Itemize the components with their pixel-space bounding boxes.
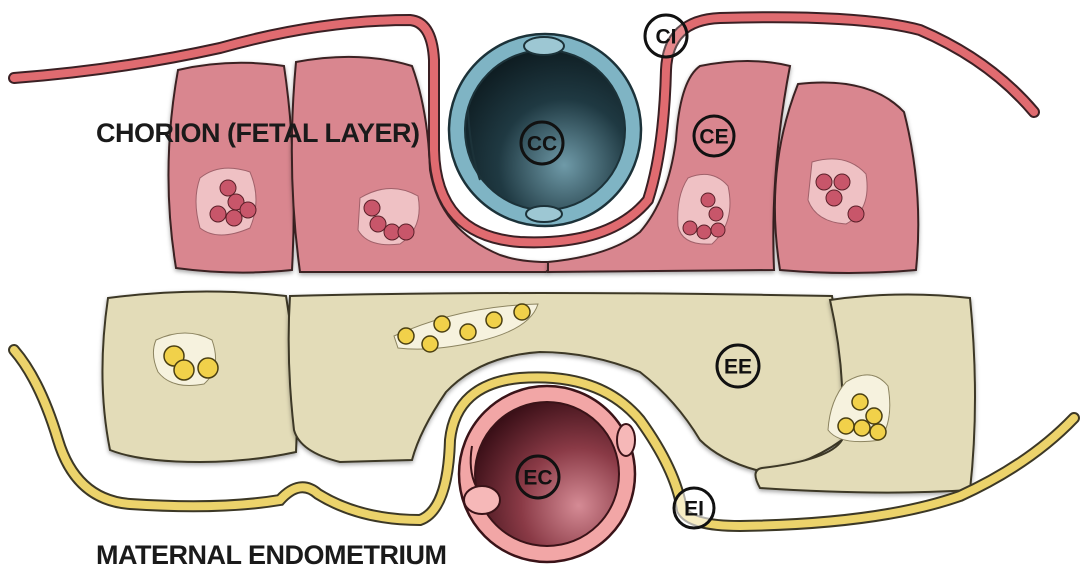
fetal-capillary bbox=[449, 34, 641, 226]
marker-ei: EI bbox=[674, 488, 714, 528]
svg-text:EC: EC bbox=[523, 467, 552, 490]
chorion-label: CHORION (FETAL LAYER) bbox=[96, 118, 420, 148]
endometrium-vesicle-cluster bbox=[153, 333, 218, 386]
chorion-cell bbox=[168, 63, 293, 273]
svg-text:CC: CC bbox=[527, 133, 557, 156]
svg-text:EI: EI bbox=[684, 498, 704, 521]
endometrium-label: MATERNAL ENDOMETRIUM bbox=[96, 540, 446, 570]
chorion-vesicle-cluster bbox=[196, 168, 256, 235]
marker-ci: CI bbox=[645, 15, 687, 57]
svg-text:EE: EE bbox=[724, 356, 752, 379]
chorion-vesicle-cluster bbox=[678, 174, 730, 244]
svg-text:CI: CI bbox=[656, 26, 677, 49]
chorion-vesicle-cluster bbox=[358, 188, 419, 244]
svg-text:CE: CE bbox=[699, 126, 728, 149]
